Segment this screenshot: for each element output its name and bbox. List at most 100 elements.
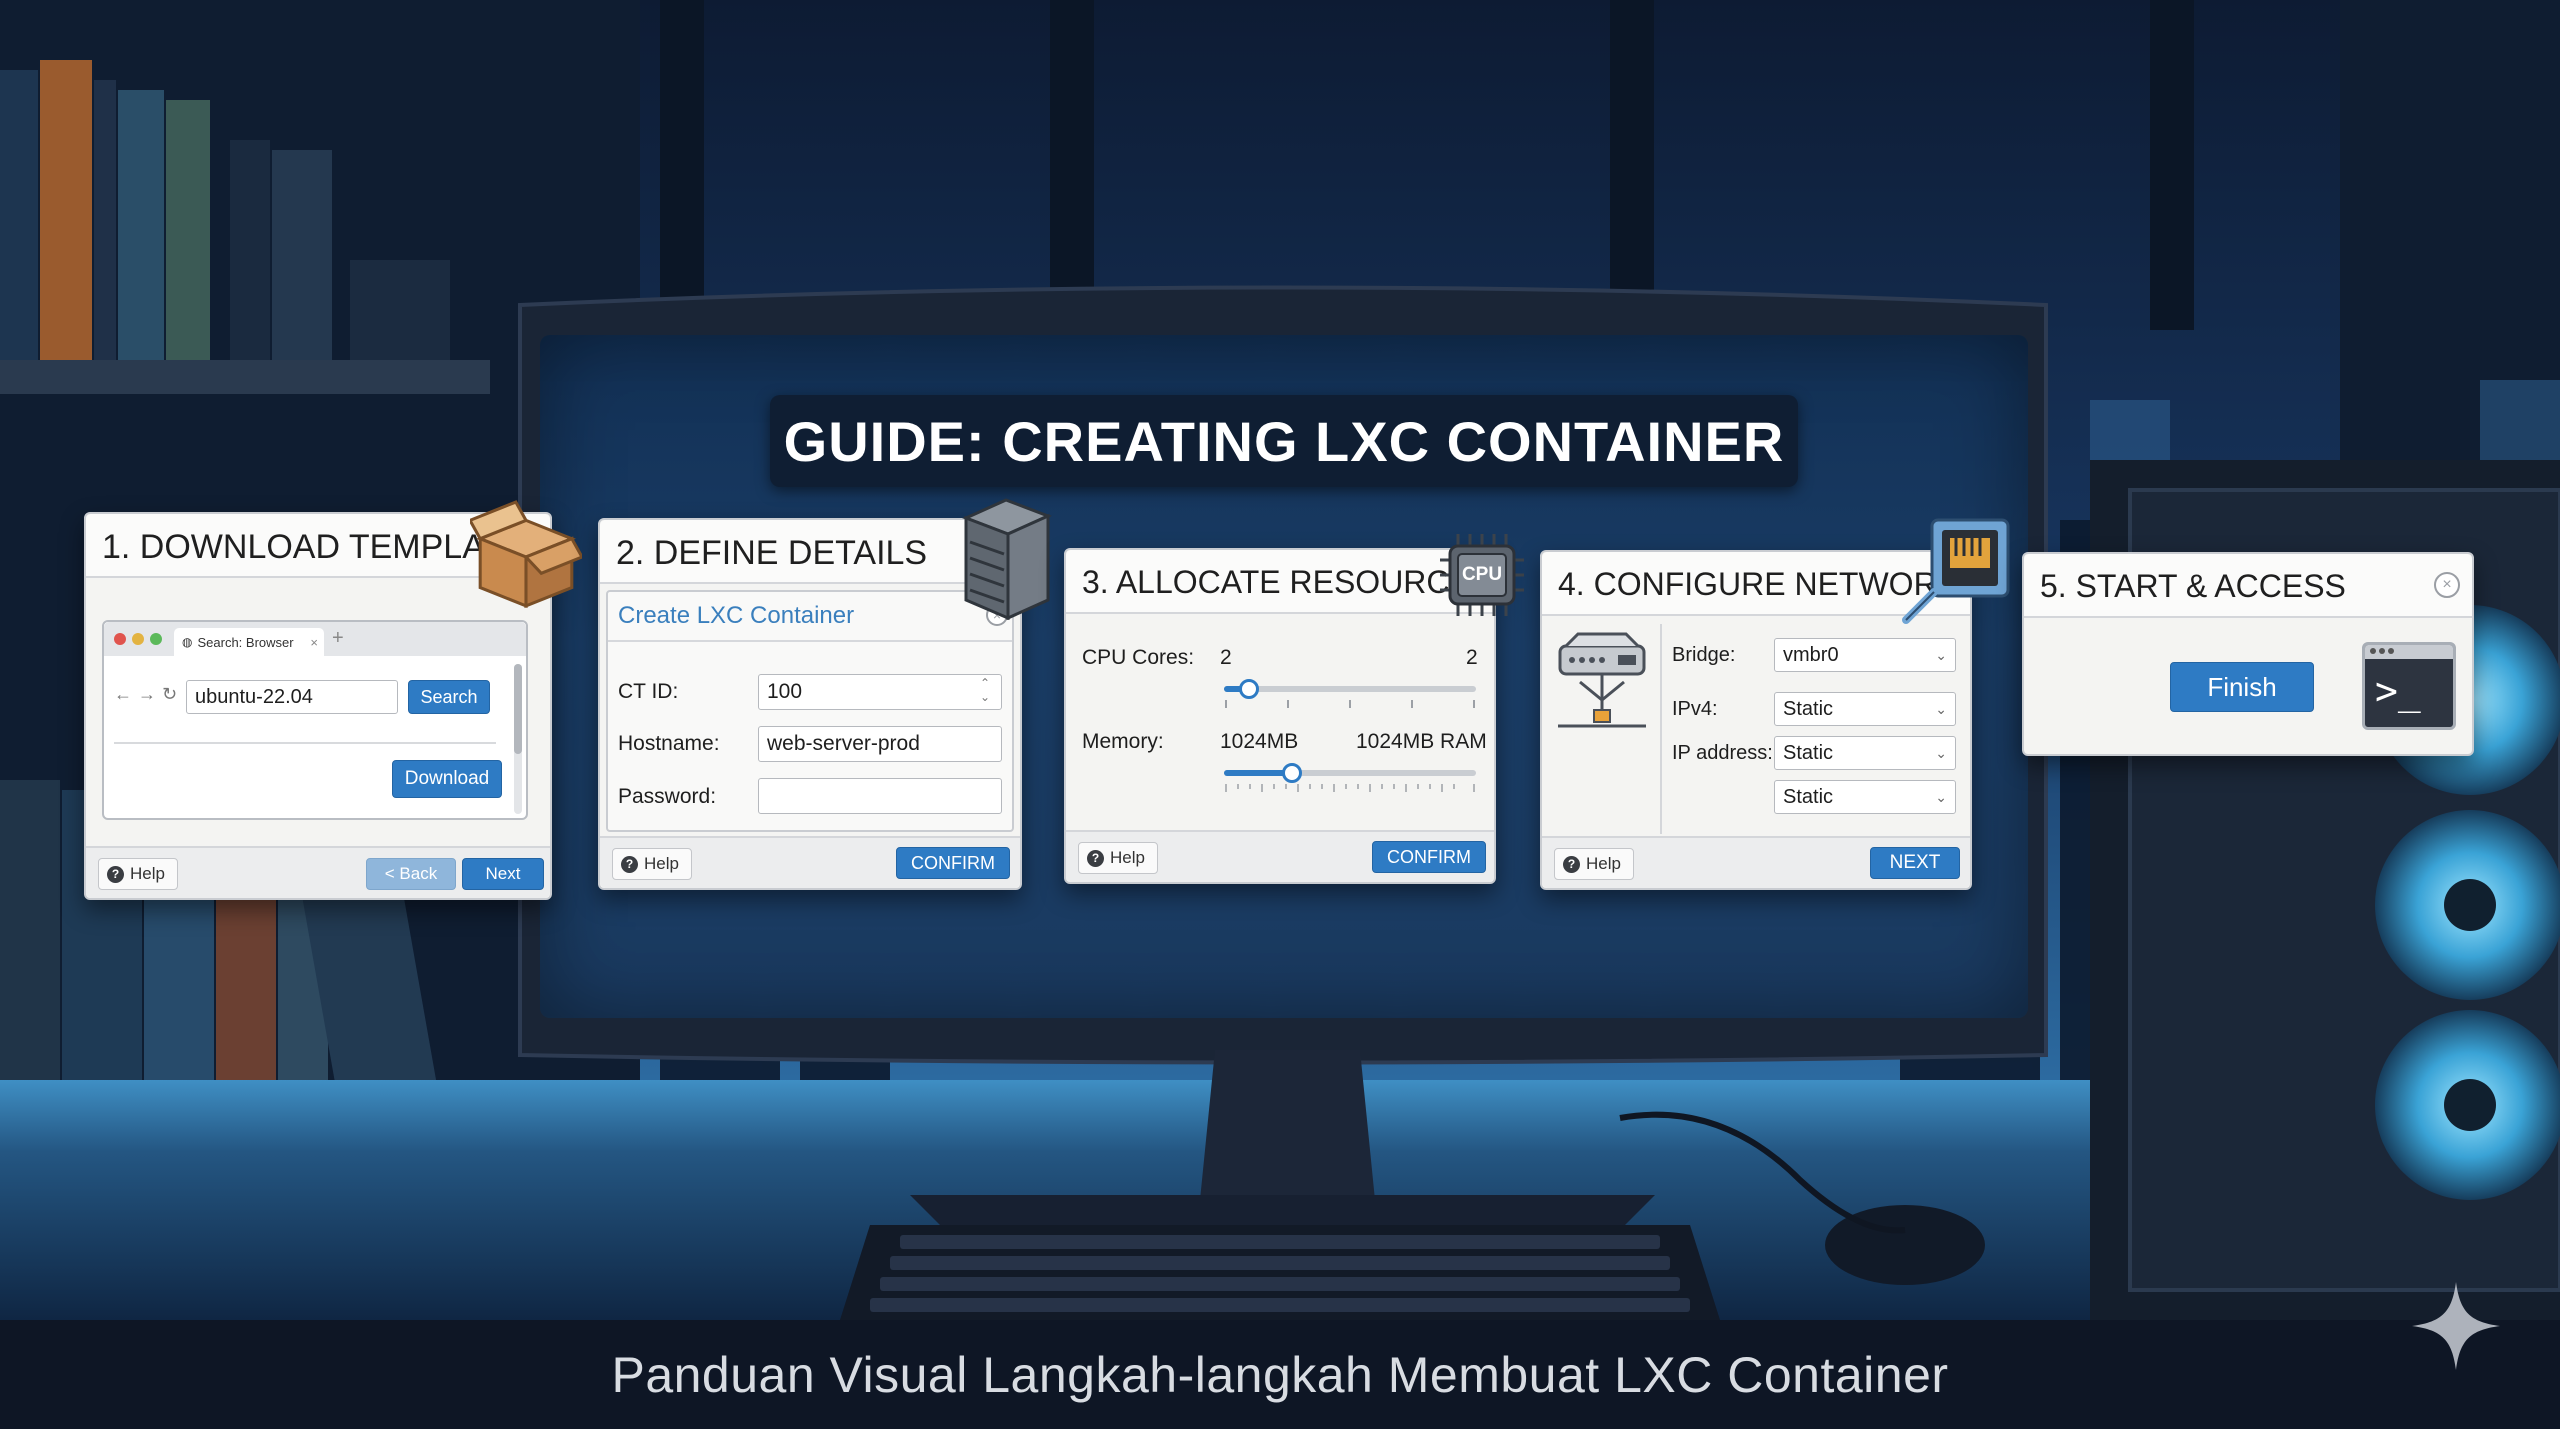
step2-card: 2. DEFINE DETAILS Create LXC Container ×… <box>598 518 1022 890</box>
step3-confirm-button[interactable]: CONFIRM <box>1372 841 1486 873</box>
cpu-cores-value: 2 <box>1220 646 1232 669</box>
finish-button[interactable]: Finish <box>2170 662 2314 712</box>
step3-help-label: Help <box>1110 848 1145 867</box>
password-input[interactable] <box>758 778 1002 814</box>
step1-help-label: Help <box>130 864 165 883</box>
globe-icon: ◍ <box>182 635 193 649</box>
caption-text: Panduan Visual Langkah-langkah Membuat L… <box>611 1346 1949 1403</box>
network-divider <box>1660 624 1662 834</box>
maximize-dot-icon[interactable] <box>150 633 162 645</box>
step3-header: 3. ALLOCATE RESOURCES <box>1066 550 1494 614</box>
cpu-slider-thumb[interactable] <box>1239 679 1260 699</box>
cpu-slider-ticks <box>1225 700 1475 708</box>
memory-total: 1024MB RAM <box>1356 730 1487 753</box>
step2-help-button[interactable]: ? Help <box>612 848 692 880</box>
bridge-label: Bridge: <box>1672 644 1736 666</box>
terminal-icon[interactable]: >_ <box>2362 642 2456 730</box>
step5-title: 5. START & ACCESS <box>2040 568 2346 604</box>
browser-tab[interactable]: ◍ Search: Browser × <box>174 628 324 656</box>
ipv4-label: IPv4: <box>1672 698 1718 720</box>
browser-tab-label: Search: Browser <box>197 634 294 650</box>
ip-address-label: IP address: <box>1672 742 1773 764</box>
password-label: Password: <box>618 785 717 808</box>
cpu-slider[interactable] <box>1224 679 1476 699</box>
terminal-prompt: >_ <box>2375 669 2421 713</box>
step4-title: 4. CONFIGURE NETWORK <box>1558 566 1959 602</box>
memory-slider-thumb[interactable] <box>1282 763 1303 783</box>
memory-label: Memory: <box>1082 730 1164 753</box>
hostname-input[interactable]: web-server-prod <box>758 726 1002 762</box>
step1-help-button[interactable]: ? Help <box>98 858 178 890</box>
dialog-divider <box>608 640 1012 642</box>
ctid-label: CT ID: <box>618 680 679 703</box>
memory-slider-fill <box>1224 770 1293 776</box>
step5-close-icon[interactable]: × <box>2434 572 2460 598</box>
stepper-icon[interactable]: ⌃⌄ <box>980 676 991 704</box>
step1-footer: ? Help < Back Next <box>86 846 550 898</box>
help-icon: ? <box>1563 855 1580 873</box>
chevron-down-icon: ⌄ <box>1935 789 1947 805</box>
step4-help-label: Help <box>1586 854 1621 873</box>
cpu-icon: CPU <box>1440 530 1524 620</box>
chevron-down-icon: ⌄ <box>1935 701 1947 717</box>
step3-help-button[interactable]: ? Help <box>1078 842 1158 874</box>
step3-card: 3. ALLOCATE RESOURCES CPU Cores: 2 2 Mem… <box>1064 548 1496 884</box>
ipv4-select[interactable]: Static ⌄ <box>1774 692 1956 726</box>
browser-titlebar: ◍ Search: Browser × + <box>104 622 526 656</box>
extra-select-value: Static <box>1783 785 1834 808</box>
step1-next-button[interactable]: Next <box>462 858 544 890</box>
download-button[interactable]: Download <box>392 760 502 798</box>
step2-confirm-button[interactable]: CONFIRM <box>896 847 1010 879</box>
chevron-down-icon: ⌄ <box>1935 647 1947 663</box>
step4-footer: ? Help NEXT <box>1542 836 1970 888</box>
caption-bar: Panduan Visual Langkah-langkah Membuat L… <box>0 1320 2560 1429</box>
step4-header: 4. CONFIGURE NETWORK <box>1542 552 1970 616</box>
step5-card: 5. START & ACCESS × Finish >_ <box>2022 552 2474 756</box>
router-icon <box>1558 632 1646 728</box>
step4-card: 4. CONFIGURE NETWORK Bridge: vmbr0 ⌄ IPv… <box>1540 550 1972 890</box>
step3-title: 3. ALLOCATE RESOURCES <box>1082 564 1493 600</box>
step2-title: 2. DEFINE DETAILS <box>616 534 928 572</box>
search-button[interactable]: Search <box>408 680 490 714</box>
memory-value: 1024MB <box>1220 730 1299 753</box>
cpu-chip-label: CPU <box>1461 564 1503 585</box>
step2-help-label: Help <box>644 854 679 873</box>
cpu-slider-fill <box>1224 686 1250 692</box>
step3-footer: ? Help CONFIRM <box>1066 830 1494 882</box>
back-button[interactable]: < Back <box>366 858 456 890</box>
memory-slider[interactable] <box>1224 763 1476 783</box>
terminal-titlebar <box>2365 645 2453 659</box>
close-dot-icon[interactable] <box>114 633 126 645</box>
reload-icon[interactable]: ↻ <box>162 684 178 704</box>
bridge-select-value: vmbr0 <box>1783 643 1839 666</box>
guide-title: GUIDE: CREATING LXC CONTAINER <box>770 395 1798 487</box>
extra-select[interactable]: Static ⌄ <box>1774 780 1956 814</box>
bridge-select[interactable]: vmbr0 ⌄ <box>1774 638 1956 672</box>
back-arrow-icon[interactable]: ← <box>114 684 132 704</box>
ctid-input[interactable]: 100 <box>758 674 1002 710</box>
browser-scrollbar[interactable] <box>514 664 522 814</box>
ethernet-port-icon <box>1900 516 2012 626</box>
sparkle-icon <box>2412 1282 2500 1370</box>
hostname-label: Hostname: <box>618 732 720 755</box>
help-icon: ? <box>621 855 638 873</box>
template-search-input[interactable]: ubuntu-22.04 <box>186 680 398 714</box>
new-tab-icon[interactable]: + <box>332 627 344 649</box>
memory-slider-ticks <box>1225 784 1475 792</box>
browser-divider <box>114 742 496 744</box>
step2-footer: ? Help CONFIRM <box>600 836 1020 888</box>
help-icon: ? <box>1087 849 1104 867</box>
forward-arrow-icon[interactable]: → <box>138 684 156 704</box>
step2-header: 2. DEFINE DETAILS <box>600 520 1020 584</box>
help-icon: ? <box>107 865 124 883</box>
ipv4-select-value: Static <box>1783 697 1834 720</box>
ip-address-select[interactable]: Static ⌄ <box>1774 736 1956 770</box>
server-icon <box>962 498 1052 620</box>
chevron-down-icon: ⌄ <box>1935 745 1947 761</box>
cpu-cores-label: CPU Cores: <box>1082 646 1195 669</box>
step4-help-button[interactable]: ? Help <box>1554 848 1634 880</box>
step4-next-button[interactable]: NEXT <box>1870 847 1960 879</box>
box-icon <box>470 500 582 609</box>
tab-close-icon[interactable]: × <box>310 634 318 650</box>
minimize-dot-icon[interactable] <box>132 633 144 645</box>
